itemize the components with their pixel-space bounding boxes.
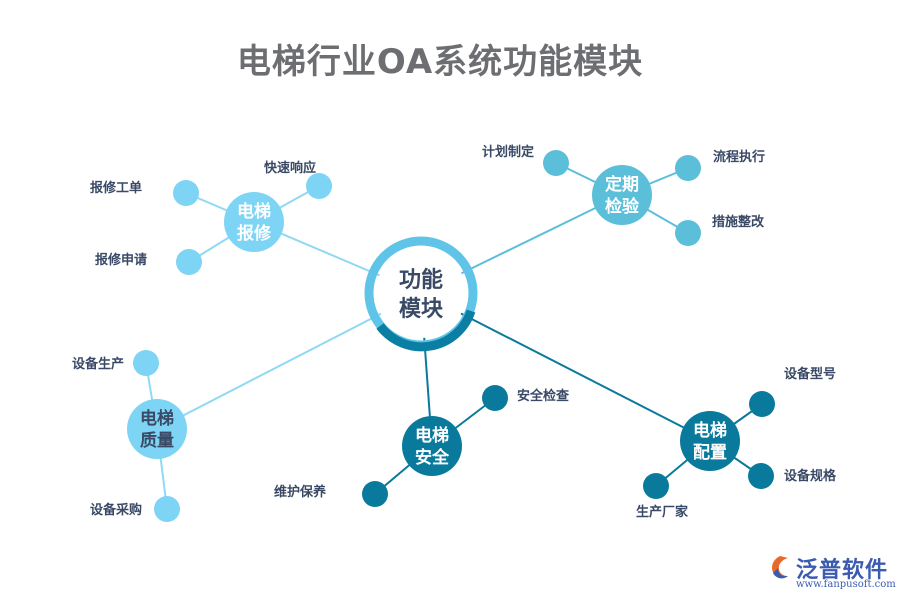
leaf-circle bbox=[306, 173, 332, 199]
leaf-circle bbox=[643, 473, 669, 499]
leaf-node[interactable]: 设备规格 bbox=[748, 463, 837, 489]
leaf-node[interactable]: 报修申请 bbox=[95, 249, 202, 275]
leaf-circle bbox=[173, 180, 199, 206]
leaf-node[interactable]: 措施整改 bbox=[675, 214, 765, 246]
leaf-label: 生产厂家 bbox=[636, 504, 689, 520]
leaf-circle bbox=[675, 220, 701, 246]
branch-label-line2: 安全 bbox=[415, 447, 450, 468]
branch-label-line1: 电梯 bbox=[415, 425, 449, 446]
branch-label-line2: 配置 bbox=[693, 443, 727, 463]
leaf-label: 报修工单 bbox=[90, 180, 142, 196]
branch-label-line2: 报修 bbox=[237, 223, 272, 244]
leaf-node[interactable]: 快速响应 bbox=[264, 160, 332, 199]
leaf-label: 措施整改 bbox=[712, 214, 765, 230]
leaf-node[interactable]: 设备型号 bbox=[749, 366, 836, 417]
leaf-label: 快速响应 bbox=[264, 160, 316, 176]
leaf-node[interactable]: 流程执行 bbox=[675, 149, 765, 181]
leaf-label: 设备生产 bbox=[72, 356, 124, 372]
leaf-label: 设备规格 bbox=[784, 468, 837, 484]
brand-logo-icon bbox=[772, 556, 788, 579]
leaf-node[interactable]: 维护保养 bbox=[274, 481, 388, 507]
branch-node-quality[interactable]: 电梯 质量 bbox=[127, 399, 187, 459]
branch-label-line2: 质量 bbox=[140, 430, 174, 451]
page-title: 电梯行业OA系统功能模块 bbox=[236, 42, 644, 82]
branch-circle bbox=[592, 165, 652, 225]
branch-label-line1: 定期 bbox=[605, 174, 639, 195]
leaf-circle bbox=[749, 391, 775, 417]
center-node[interactable]: 功能 模块 bbox=[364, 236, 478, 352]
leaf-circle bbox=[154, 496, 180, 522]
branch-label-line1: 电梯 bbox=[237, 201, 271, 222]
leaf-circle bbox=[675, 155, 701, 181]
branch-node-repair[interactable]: 电梯 报修 bbox=[224, 192, 284, 252]
leaf-node[interactable]: 计划制定 bbox=[482, 144, 569, 176]
center-label-line1: 功能 bbox=[399, 267, 443, 293]
leaf-label: 报修申请 bbox=[95, 252, 147, 268]
branch-node-safety[interactable]: 电梯 安全 bbox=[402, 416, 462, 476]
leaf-label: 安全检查 bbox=[517, 388, 570, 404]
center-ring-dark bbox=[376, 309, 476, 352]
leaf-node[interactable]: 报修工单 bbox=[90, 180, 199, 206]
leaf-node[interactable]: 设备生产 bbox=[72, 350, 159, 376]
branch-circle bbox=[224, 192, 284, 252]
center-label-line2: 模块 bbox=[399, 297, 444, 322]
leaf-circle bbox=[748, 463, 774, 489]
leaf-label: 维护保养 bbox=[274, 484, 327, 500]
leaf-circle bbox=[362, 481, 388, 507]
leaf-label: 设备采购 bbox=[90, 502, 142, 518]
brand-name: 泛普软件 bbox=[796, 558, 889, 583]
leaf-label: 计划制定 bbox=[482, 144, 534, 160]
leaf-label: 设备型号 bbox=[784, 366, 836, 382]
branch-circle bbox=[680, 411, 740, 471]
branch-circle bbox=[127, 399, 187, 459]
brand-url: www.fanpusoft.com bbox=[796, 579, 896, 590]
brand-logo: 泛普软件 www.fanpusoft.com bbox=[766, 552, 896, 596]
branch-node-inspection[interactable]: 定期 检验 bbox=[592, 165, 652, 225]
leaf-node[interactable]: 生产厂家 bbox=[636, 473, 689, 520]
leaf-circle bbox=[543, 150, 569, 176]
branch-label-line2: 检验 bbox=[605, 196, 640, 217]
branch-node-config[interactable]: 电梯 配置 bbox=[680, 411, 740, 471]
leaf-circle bbox=[176, 249, 202, 275]
leaf-node[interactable]: 设备采购 bbox=[90, 496, 180, 522]
branch-label-line1: 电梯 bbox=[693, 420, 727, 441]
center-core bbox=[376, 248, 466, 338]
leaf-node[interactable]: 安全检查 bbox=[482, 385, 570, 411]
leaf-label: 流程执行 bbox=[713, 149, 765, 165]
leaf-circle bbox=[482, 385, 508, 411]
branch-label-line1: 电梯 bbox=[140, 408, 174, 429]
branch-circle bbox=[402, 416, 462, 476]
leaf-circle bbox=[133, 350, 159, 376]
